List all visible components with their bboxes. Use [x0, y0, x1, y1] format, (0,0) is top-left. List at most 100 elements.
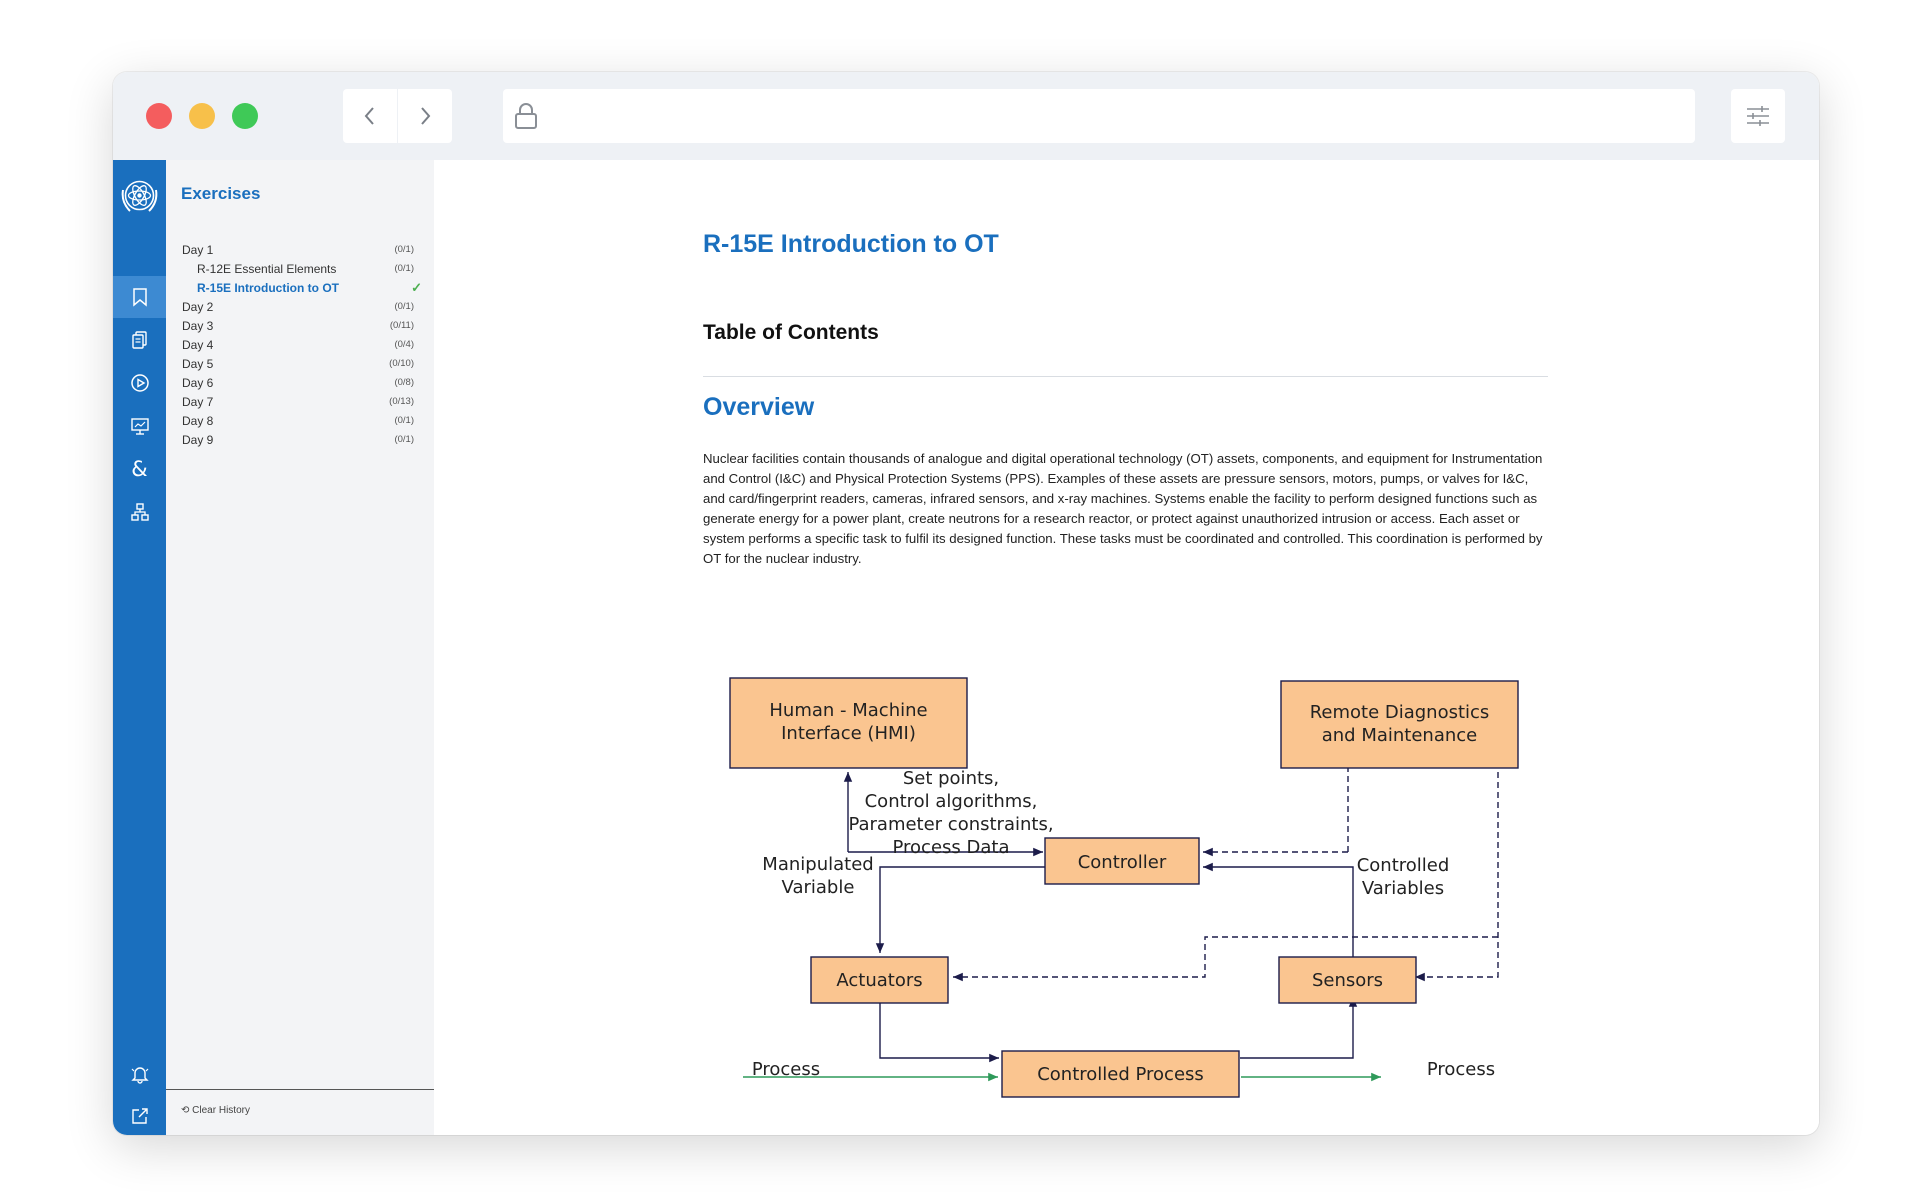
- list-item-label: Day 6: [182, 375, 214, 390]
- list-item-label: Day 2: [182, 299, 214, 314]
- list-item-count: (0/1): [394, 434, 414, 445]
- bell-icon: [130, 1067, 149, 1084]
- rail-bookmarks-button[interactable]: [113, 276, 166, 318]
- list-item-count: (0/1): [394, 415, 414, 426]
- clear-history-label: Clear History: [192, 1105, 250, 1116]
- list-item-day-5[interactable]: Day 5 (0/10): [182, 354, 422, 373]
- network-icon: [130, 503, 149, 521]
- hmi-line-1: Human - Machine: [769, 700, 927, 721]
- rail-presentations-button[interactable]: [113, 405, 166, 447]
- list-item-label: R-15E Introduction to OT: [197, 280, 339, 295]
- list-item-count: (0/8): [394, 377, 414, 388]
- setpoints-line-3: Parameter constraints,: [848, 814, 1053, 835]
- controlled-var-line-2: Variables: [1362, 878, 1444, 899]
- controller-box[interactable]: Controller: [1044, 837, 1200, 885]
- ampersand-icon: &: [131, 456, 148, 481]
- remote-line-2: and Maintenance: [1322, 725, 1478, 746]
- list-item-count: (0/1): [394, 301, 414, 312]
- list-item-count: (0/4): [394, 339, 414, 350]
- forward-button[interactable]: [398, 89, 452, 143]
- rail-documents-button[interactable]: [113, 319, 166, 361]
- dashed-connector: [953, 936, 1498, 982]
- presentation-icon: [130, 418, 149, 435]
- setpoints-line-2: Control algorithms,: [865, 791, 1038, 812]
- main-content: R-15E Introduction to OT Table of Conten…: [434, 160, 1819, 1135]
- documents-icon: [131, 331, 147, 349]
- page-title: R-15E Introduction to OT: [703, 230, 999, 258]
- list-item-count: (0/1): [394, 244, 414, 255]
- actuators-label: Actuators: [836, 970, 922, 991]
- list-item-label: R-12E Essential Elements: [197, 261, 337, 276]
- list-item-day-2[interactable]: Day 2 (0/1): [182, 297, 422, 316]
- list-item-r15e[interactable]: R-15E Introduction to OT ✓: [182, 278, 422, 297]
- list-item-count: (0/11): [389, 320, 414, 331]
- list-item-r12e[interactable]: R-12E Essential Elements (0/1): [182, 259, 422, 278]
- list-item-label: Day 3: [182, 318, 214, 333]
- exercises-sidebar: Exercises Day 1 (0/1) R-12E Essential El…: [166, 160, 434, 1135]
- remote-line-1: Remote Diagnostics: [1310, 702, 1490, 723]
- controlled-process-box[interactable]: Controlled Process: [1001, 1050, 1240, 1098]
- play-circle-icon: [130, 374, 149, 392]
- remote-diagnostics-box[interactable]: Remote Diagnostics and Maintenance: [1280, 680, 1519, 769]
- rail-notifications-button[interactable]: [113, 1053, 166, 1095]
- list-item-label: Day 7: [182, 394, 214, 409]
- sidebar-title: Exercises: [181, 184, 261, 203]
- list-item-count: (0/13): [389, 396, 414, 407]
- address-bar[interactable]: [503, 89, 1695, 143]
- actuators-box[interactable]: Actuators: [810, 956, 949, 1004]
- external-link-icon: [131, 1108, 148, 1124]
- back-button[interactable]: [343, 89, 397, 143]
- controller-label: Controller: [1078, 852, 1167, 873]
- controlled-var-line-1: Controlled: [1357, 855, 1450, 876]
- list-item-label: Day 4: [182, 337, 214, 352]
- connector-line: [1240, 997, 1358, 1059]
- section-heading: Overview: [703, 393, 815, 421]
- ot-control-diagram: Human - Machine Interface (HMI) Remote D…: [729, 677, 1519, 1098]
- iaea-logo[interactable]: [118, 174, 161, 217]
- sidebar-footer: ⟲ Clear History: [166, 1089, 434, 1135]
- process-label: Controlled Process: [1037, 1064, 1204, 1085]
- bookmark-icon: [132, 288, 147, 307]
- check-icon: ✓: [411, 279, 422, 295]
- list-item-label: Day 1: [182, 242, 214, 257]
- settings-button[interactable]: [1731, 89, 1785, 143]
- browser-window: & Exercises Day 1 (0/1) R-12E Essential …: [113, 72, 1819, 1135]
- process-right-label: Process: [1427, 1059, 1495, 1080]
- zoom-window-button[interactable]: [232, 103, 258, 129]
- chevron-left-icon: [364, 107, 374, 125]
- list-item-day-1[interactable]: Day 1 (0/1): [182, 240, 422, 259]
- list-item-day-8[interactable]: Day 8 (0/1): [182, 411, 422, 430]
- rail-external-link-button[interactable]: [113, 1095, 166, 1135]
- rail-videos-button[interactable]: [113, 362, 166, 404]
- hmi-line-2: Interface (HMI): [781, 723, 916, 744]
- manipulated-line-1: Manipulated: [762, 854, 873, 875]
- rail-network-button[interactable]: [113, 491, 166, 533]
- sensors-label: Sensors: [1312, 970, 1383, 991]
- manipulated-line-2: Variable: [782, 877, 855, 898]
- divider: [703, 376, 1548, 377]
- list-item-label: Day 8: [182, 413, 214, 428]
- minimize-window-button[interactable]: [189, 103, 215, 129]
- connector-line: [875, 866, 1045, 953]
- clear-history-button[interactable]: ⟲ Clear History: [181, 1105, 250, 1116]
- list-item-day-9[interactable]: Day 9 (0/1): [182, 430, 422, 449]
- connector-line: [1203, 862, 1354, 958]
- list-item-day-4[interactable]: Day 4 (0/4): [182, 335, 422, 354]
- sensors-box[interactable]: Sensors: [1278, 956, 1417, 1004]
- rail-ampersand-button[interactable]: &: [113, 448, 166, 490]
- hmi-box[interactable]: Human - Machine Interface (HMI): [729, 677, 968, 769]
- dashed-connector: [1415, 752, 1499, 982]
- process-left-label: Process: [752, 1059, 820, 1080]
- list-item-day-7[interactable]: Day 7 (0/13): [182, 392, 422, 411]
- chevron-right-icon: [421, 107, 431, 125]
- setpoints-line-4: Process Data: [893, 837, 1010, 858]
- title-bar: [113, 72, 1819, 160]
- list-item-label: Day 5: [182, 356, 214, 371]
- list-item-count: (0/10): [389, 358, 414, 369]
- list-item-day-3[interactable]: Day 3 (0/11): [182, 316, 422, 335]
- history-icon: ⟲: [181, 1105, 190, 1116]
- list-item-day-6[interactable]: Day 6 (0/8): [182, 373, 422, 392]
- connector-line: [879, 997, 999, 1063]
- close-window-button[interactable]: [146, 103, 172, 129]
- list-item-label: Day 9: [182, 432, 214, 447]
